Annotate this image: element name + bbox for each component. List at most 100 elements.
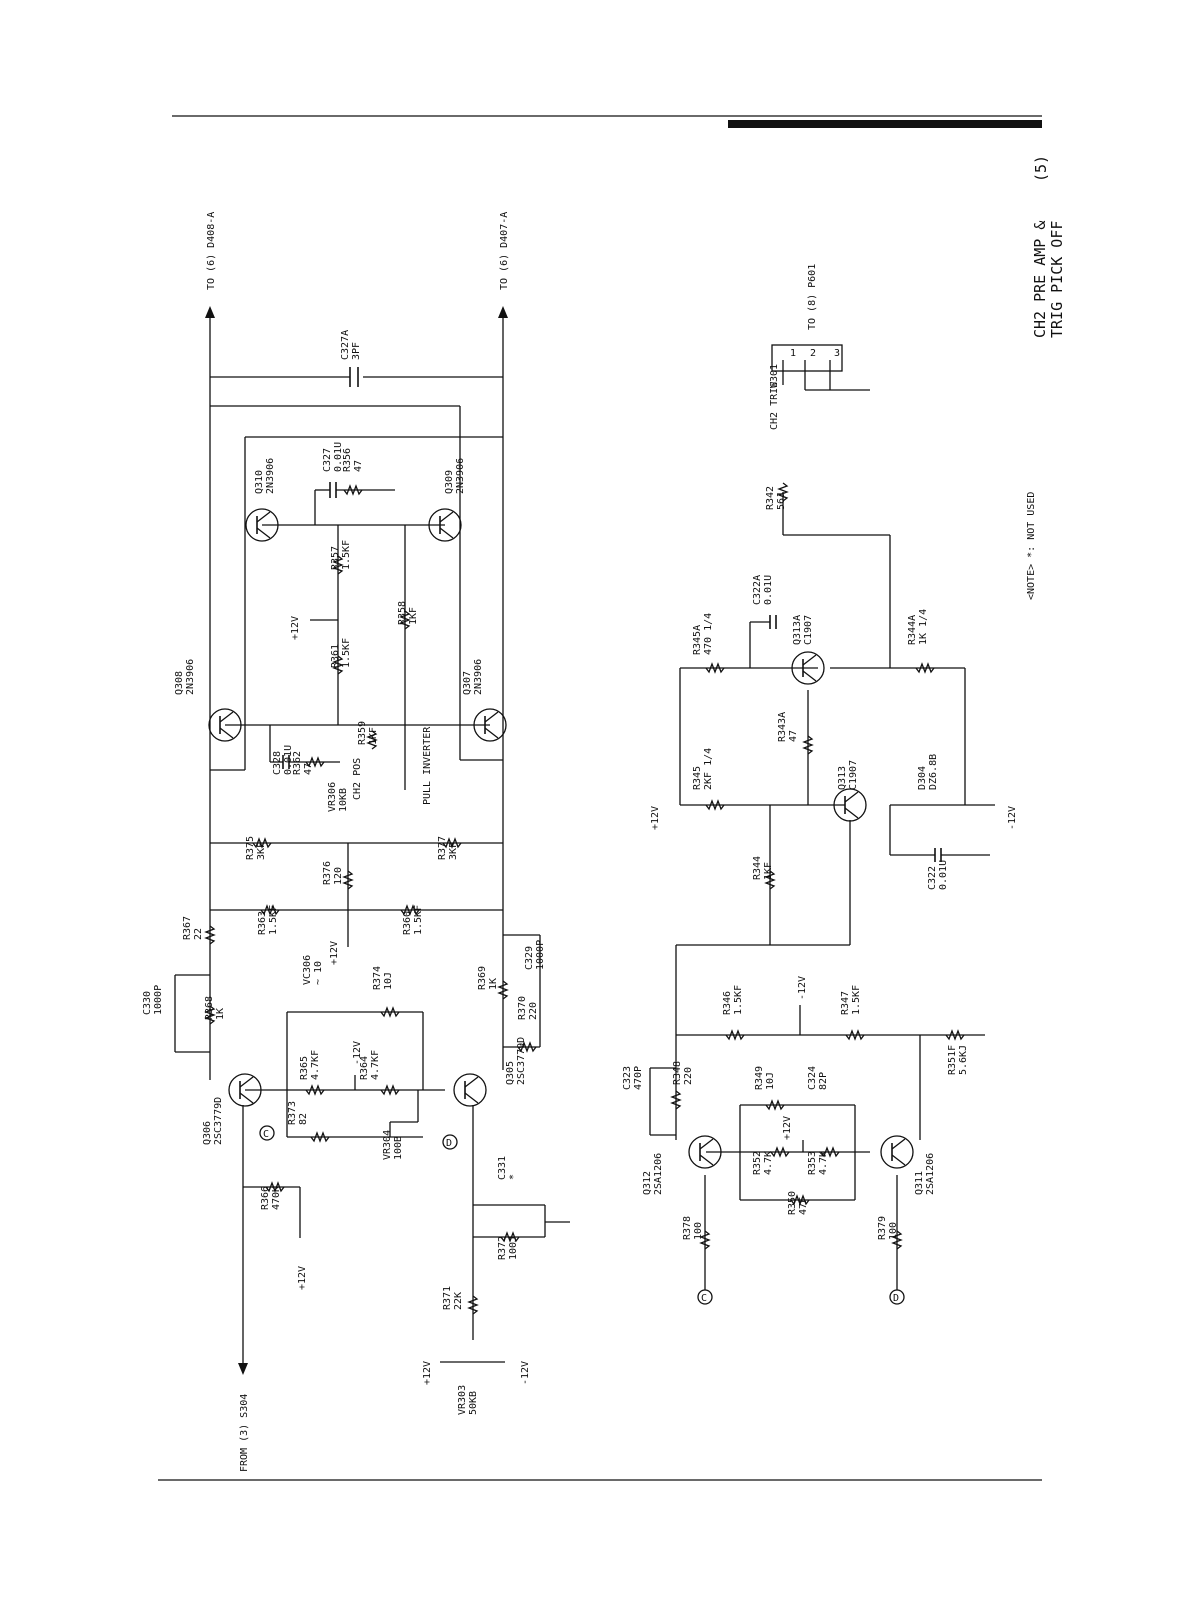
component-ref: Q305 (505, 1061, 516, 1085)
to-d408-label: TO (6) D408-A (206, 212, 217, 290)
component-value: 56J (776, 492, 787, 510)
component-value: 0.01U (763, 575, 774, 605)
component-ref: Q306 (202, 1121, 213, 1145)
component-ref: C331 (497, 1156, 508, 1180)
component-ref: R356 (342, 448, 353, 472)
component-ref: C329 (524, 946, 535, 970)
component-value: 2N3906 (185, 659, 196, 695)
component-ref: C324 (807, 1066, 818, 1090)
component-ref: R364 (359, 1056, 370, 1080)
component-ref: R366 (260, 1186, 271, 1210)
component-ref: R363 (257, 911, 268, 935)
component-ref: Q308 (174, 671, 185, 695)
component-ref: R378 (682, 1216, 693, 1240)
component-ref: C328 (272, 751, 283, 775)
component-ref: R377 (437, 836, 448, 860)
component-value: 10J (383, 972, 394, 990)
component-value: 0.01U (938, 860, 949, 890)
component-value: 10J (765, 1072, 776, 1090)
ref-d-top: D (446, 1138, 452, 1149)
from-s304-label: FROM (3) S304 (239, 1394, 250, 1472)
ref-c-bottom: C (701, 1293, 707, 1304)
to-d407-label: TO (6) D407-A (499, 212, 510, 290)
component-value: 2KF 1/4 (703, 748, 714, 790)
rail-neg12-a: -12V (352, 1041, 363, 1065)
component-value: 47 (353, 460, 364, 472)
component-ref: R376 (322, 861, 333, 885)
component-value: C1907 (848, 760, 859, 790)
component-value: 22K (453, 1292, 464, 1310)
to-p601-label: TO (8) P601 (807, 264, 818, 330)
component-value: 1K 1/4 (918, 609, 929, 645)
ch2-trig-label: CH2 TRIG (769, 382, 780, 430)
component-value: 82 (298, 1113, 309, 1125)
component-ref: Q313A (792, 615, 803, 645)
component-ref: Q309 (444, 470, 455, 494)
component-ref: C330 (142, 991, 153, 1015)
component-value: 5.6KJ (958, 1045, 969, 1075)
component-value: 470P (633, 1066, 644, 1090)
component-ref: Q313 (837, 766, 848, 790)
component-value: * (508, 1174, 519, 1180)
component-ref: R347 (840, 991, 851, 1015)
component-value: 1.5KF (851, 985, 862, 1015)
component-value: 1KF (408, 607, 419, 625)
component-value: 3KF (448, 842, 459, 860)
rail-pos12-e: +12V (650, 806, 661, 830)
component-ref: Q311 (914, 1171, 925, 1195)
component-value: DZ6.8B (928, 754, 939, 790)
component-value: 0.01U (333, 442, 344, 472)
component-value: 470K (271, 1186, 282, 1210)
component-value: 0.01U (283, 745, 294, 775)
component-value: 2SC3779D (213, 1097, 224, 1145)
rail-neg12-b: -12V (520, 1361, 531, 1385)
component-ref: C327A (340, 330, 351, 360)
component-value: 82P (818, 1072, 829, 1090)
component-ref: R360 (402, 911, 413, 935)
component-value: 2SA1206 (925, 1153, 936, 1195)
component-ref: R350 (787, 1191, 798, 1215)
rail-pos12-f: +12V (782, 1116, 793, 1140)
component-value: 3PF (351, 342, 362, 360)
component-value: 2SA1206 (653, 1153, 664, 1195)
component-value: 1.5KF (341, 540, 352, 570)
component-ref: R344A (907, 615, 918, 645)
component-ref: VR303 (457, 1385, 468, 1415)
component-value: 1.5KF (733, 985, 744, 1015)
ref-c-top: C (263, 1129, 269, 1140)
component-value: 2N3906 (265, 458, 276, 494)
pin-2: 2 (810, 348, 816, 359)
component-ref: VR304 (382, 1130, 393, 1160)
component-vc306: VC306~ 10 (302, 955, 324, 985)
component-ref: VR306 (327, 782, 338, 812)
component-value: 47 (788, 730, 799, 742)
note-text: <NOTE> *: NOT USED (1026, 492, 1037, 600)
